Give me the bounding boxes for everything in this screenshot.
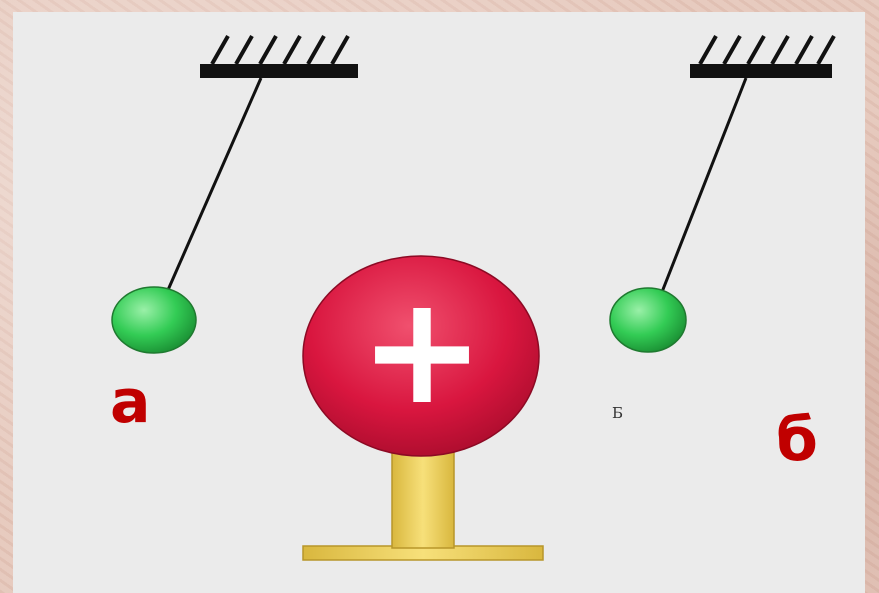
pendulum-ball-right: [610, 288, 686, 352]
label-b: б: [776, 410, 818, 470]
pendulum-ball-left: [112, 287, 196, 353]
thread-left: [168, 78, 261, 290]
label-a: а: [110, 372, 151, 432]
thread-right: [662, 78, 746, 292]
small-mark-label: Б: [612, 404, 623, 422]
ceiling-mount-right: [690, 36, 834, 78]
plus-sign: +: [361, 296, 483, 418]
ceiling-mount-left: [200, 36, 358, 78]
sphere-stand: [303, 440, 543, 560]
charge-sign-text: +: [359, 276, 485, 426]
